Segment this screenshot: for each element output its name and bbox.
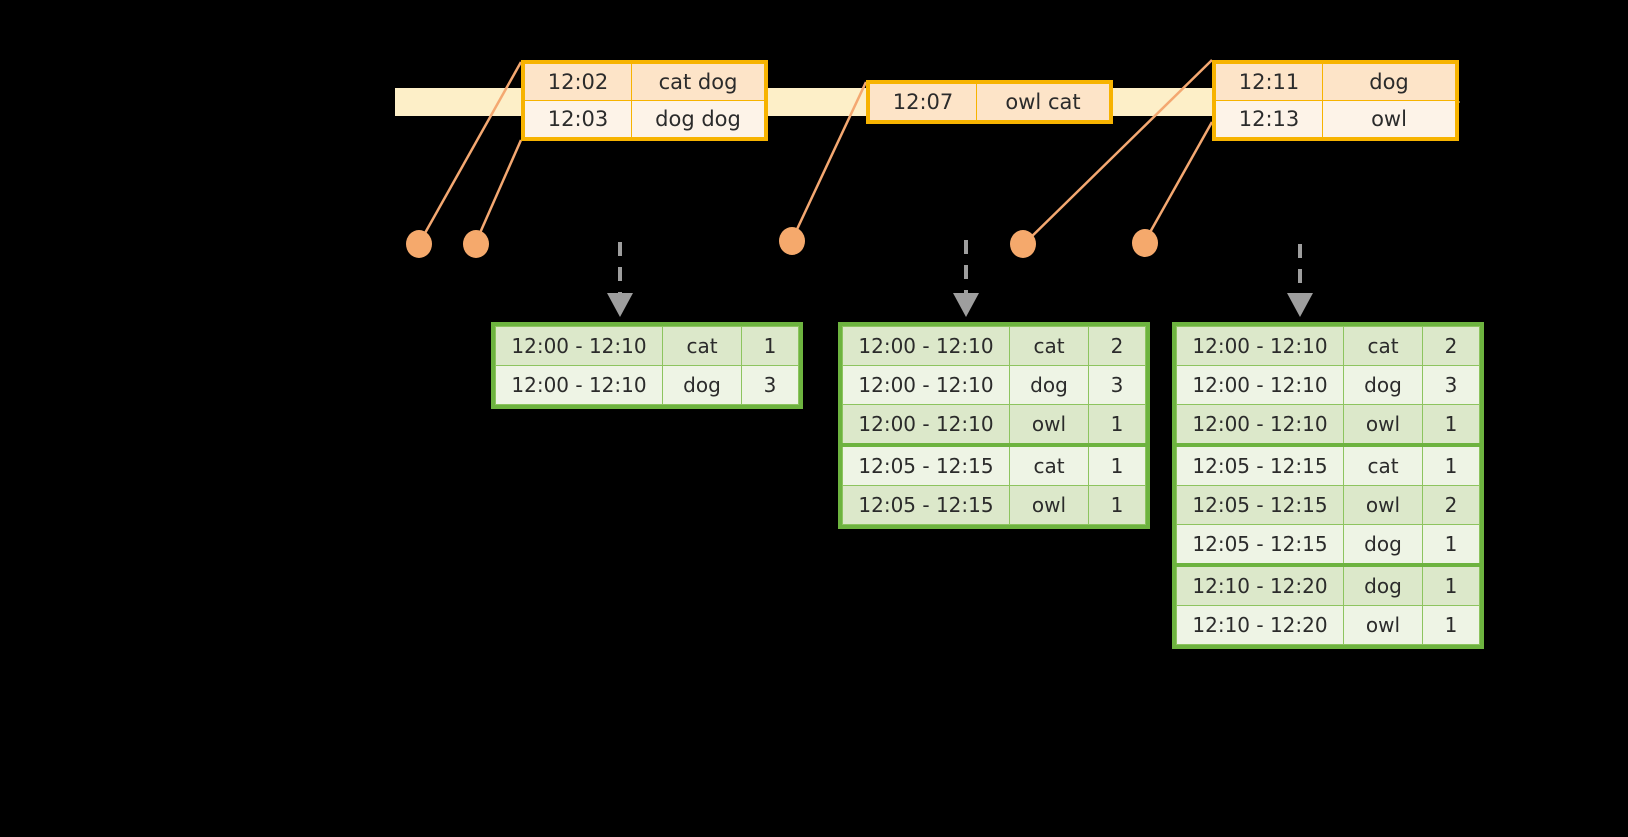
- event-time: 12:02: [524, 63, 632, 101]
- result-count: 1: [1422, 605, 1480, 645]
- connector-dot-5: [1132, 229, 1158, 257]
- result-window: 12:10 - 12:20: [1176, 564, 1344, 606]
- result-count: 3: [1088, 365, 1146, 405]
- flow-arrow-head-2: [953, 293, 979, 317]
- event-row: 12:13 owl: [1215, 100, 1456, 138]
- result-window: 12:05 - 12:15: [1176, 485, 1344, 525]
- result-word: cat: [1343, 444, 1423, 486]
- event-box-1: 12:02 cat dog 12:03 dog dog: [521, 60, 768, 141]
- result-count: 1: [1088, 485, 1146, 525]
- connector-dot-4: [1010, 230, 1036, 258]
- result-count: 1: [1422, 404, 1480, 447]
- result-word: owl: [1343, 404, 1423, 447]
- result-word: cat: [1343, 326, 1423, 366]
- connector-dot-3: [779, 227, 805, 255]
- result-count: 1: [1422, 564, 1480, 606]
- result-window: 12:00 - 12:10: [1176, 326, 1344, 366]
- result-count: 2: [1422, 326, 1480, 366]
- result-word: cat: [1009, 326, 1089, 366]
- result-window: 12:00 - 12:10: [842, 404, 1010, 447]
- result-word: owl: [1009, 404, 1089, 447]
- result-window: 12:00 - 12:10: [842, 326, 1010, 366]
- result-window: 12:00 - 12:10: [842, 365, 1010, 405]
- result-count: 2: [1088, 326, 1146, 366]
- event-time: 12:03: [524, 100, 632, 138]
- event-row: 12:07 owl cat: [869, 83, 1110, 121]
- connector-line-2: [474, 139, 523, 243]
- result-word: cat: [1009, 444, 1089, 486]
- event-words: dog dog: [631, 100, 765, 138]
- result-count: 2: [1422, 485, 1480, 525]
- result-window: 12:00 - 12:10: [1176, 404, 1344, 447]
- event-row: 12:03 dog dog: [524, 100, 765, 138]
- result-word: owl: [1009, 485, 1089, 525]
- result-window: 12:00 - 12:10: [1176, 365, 1344, 405]
- connector-line-5: [1142, 121, 1214, 244]
- result-window: 12:05 - 12:15: [1176, 524, 1344, 567]
- event-time: 12:07: [869, 83, 977, 121]
- result-word: cat: [662, 326, 742, 366]
- event-words: cat dog: [631, 63, 765, 101]
- result-window: 12:10 - 12:20: [1176, 605, 1344, 645]
- result-word: dog: [1343, 564, 1423, 606]
- result-word: dog: [1343, 365, 1423, 405]
- result-window: 12:00 - 12:10: [495, 365, 663, 405]
- event-row: 12:11 dog: [1215, 63, 1456, 101]
- result-word: owl: [1343, 605, 1423, 645]
- result-word: dog: [1343, 524, 1423, 567]
- event-words: owl: [1322, 100, 1456, 138]
- event-time: 12:11: [1215, 63, 1323, 101]
- result-word: dog: [1009, 365, 1089, 405]
- event-words: owl cat: [976, 83, 1110, 121]
- result-window: 12:05 - 12:15: [842, 485, 1010, 525]
- connector-dot-2: [463, 230, 489, 258]
- event-box-3: 12:11 dog 12:13 owl: [1212, 60, 1459, 141]
- result-word: owl: [1343, 485, 1423, 525]
- result-count: 1: [1088, 444, 1146, 486]
- result-window: 12:05 - 12:15: [1176, 444, 1344, 486]
- event-words: dog: [1322, 63, 1456, 101]
- flow-arrow-head-3: [1287, 293, 1313, 317]
- flow-arrow-head-1: [607, 293, 633, 317]
- result-count: 1: [1422, 524, 1480, 567]
- result-window: 12:00 - 12:10: [495, 326, 663, 366]
- connector-dot-1: [406, 230, 432, 258]
- event-box-2: 12:07 owl cat: [866, 80, 1113, 124]
- result-count: 3: [741, 365, 799, 405]
- result-count: 3: [1422, 365, 1480, 405]
- event-time: 12:13: [1215, 100, 1323, 138]
- result-count: 1: [741, 326, 799, 366]
- result-word: dog: [662, 365, 742, 405]
- result-window: 12:05 - 12:15: [842, 444, 1010, 486]
- result-count: 1: [1422, 444, 1480, 486]
- event-row: 12:02 cat dog: [524, 63, 765, 101]
- result-count: 1: [1088, 404, 1146, 447]
